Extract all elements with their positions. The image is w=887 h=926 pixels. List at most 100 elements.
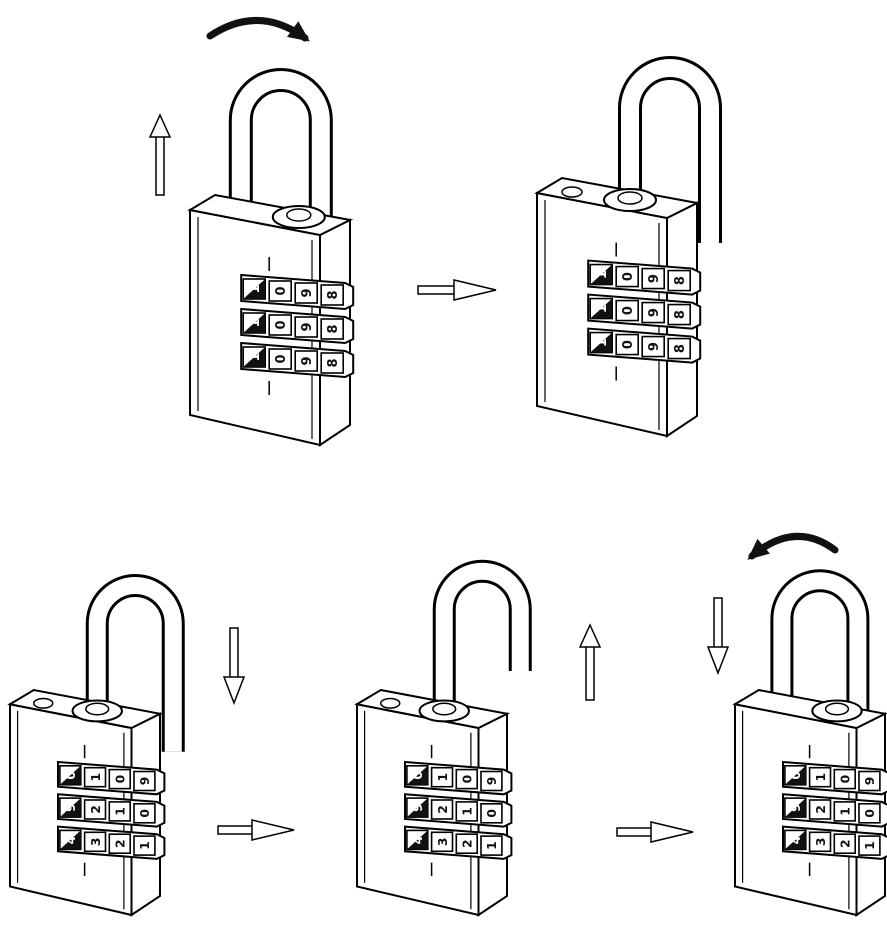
dial-digit: 0 xyxy=(411,771,425,780)
dial-cell xyxy=(858,770,881,792)
dial-cell xyxy=(833,833,856,855)
dial-digit: 1 xyxy=(863,841,877,850)
dial-cell xyxy=(808,799,832,820)
dial-digit: 8 xyxy=(673,276,688,285)
dial-digit: 9 xyxy=(300,322,315,331)
dial-digit: 4 xyxy=(411,835,425,844)
dial-digit: 0 xyxy=(274,286,289,295)
arrow-shaft xyxy=(585,640,595,701)
dial-cell xyxy=(480,835,503,856)
dial-cell-shade xyxy=(784,798,806,818)
dial-digit: 1 xyxy=(436,773,450,782)
dial-digit: 8 xyxy=(673,310,688,319)
dial-digit: 9 xyxy=(300,288,315,297)
dial-digit: 0 xyxy=(114,775,128,784)
dial-cell-shade xyxy=(59,830,81,850)
free-shackle-hole xyxy=(561,186,583,198)
dial-cell xyxy=(133,802,156,824)
dial-digit: 1 xyxy=(248,318,263,327)
dial-cell xyxy=(268,348,293,370)
shackle-fill xyxy=(621,59,719,243)
arrow-shaft xyxy=(155,130,165,196)
dial-cell-shade xyxy=(590,264,613,285)
dial-cell xyxy=(615,299,640,322)
dial-digit: 9 xyxy=(64,803,78,812)
dial-cell xyxy=(667,303,692,326)
dial-digit: 1 xyxy=(114,807,128,816)
down-arrow-icon xyxy=(222,627,246,706)
dial-digit: 0 xyxy=(621,340,636,349)
shackle-fill xyxy=(231,71,330,240)
dial-digit: 8 xyxy=(326,290,341,299)
arrow-head xyxy=(578,623,602,648)
dial-digit: 9 xyxy=(647,308,662,317)
dial-digit: 0 xyxy=(274,320,289,329)
dial-digit: 2 xyxy=(461,839,475,848)
dial-digit: 0 xyxy=(461,775,475,784)
dial-cell xyxy=(133,835,156,856)
dial-cell xyxy=(858,835,881,856)
up-arrow-icon xyxy=(578,623,602,701)
dial-cell xyxy=(667,269,692,292)
dial-digit: 1 xyxy=(485,841,499,850)
dial-cell xyxy=(430,766,454,788)
dial-cell xyxy=(455,801,478,822)
shackle-hole xyxy=(824,702,850,716)
dial-digit: 8 xyxy=(326,324,341,333)
dial-digit: 0 xyxy=(789,771,803,780)
dial-cell xyxy=(615,265,640,288)
dial-digit: 1 xyxy=(595,338,610,347)
dial-cell xyxy=(430,831,454,853)
dial-digit: 4 xyxy=(789,835,803,844)
dial-cell xyxy=(833,768,856,790)
dial-digit: 2 xyxy=(839,839,853,848)
dial-cell xyxy=(108,833,132,855)
dial-digit: 9 xyxy=(138,777,152,786)
dial-cell xyxy=(83,831,107,853)
dial-cell-shade xyxy=(590,298,613,319)
dial-cell-shade xyxy=(59,765,81,785)
dial-cell xyxy=(83,799,107,820)
dial-cell xyxy=(268,280,293,302)
transition-arrow-icon xyxy=(217,819,295,841)
rotation-head xyxy=(747,538,770,560)
up-arrow-icon xyxy=(148,113,172,196)
arrow-head xyxy=(706,646,730,676)
dial-digit: 3 xyxy=(89,838,103,847)
free-shackle-hole xyxy=(33,697,54,709)
dial-cell-shade xyxy=(243,313,266,333)
dial-digit: 2 xyxy=(814,805,828,814)
dial-digit: 9 xyxy=(863,777,877,786)
dial-digit: 9 xyxy=(300,356,315,365)
arrow-shaft xyxy=(417,285,457,295)
shackle-hole xyxy=(617,191,643,205)
dial-digit: 0 xyxy=(485,809,499,818)
transition-arrow-icon xyxy=(417,279,497,301)
dial-cell xyxy=(641,335,666,358)
dial-digit: 1 xyxy=(595,270,610,279)
dial-digit: 0 xyxy=(621,272,636,281)
arrow-shaft xyxy=(217,825,255,835)
dial-cell-shade xyxy=(406,830,428,850)
arrow-head xyxy=(251,819,295,841)
dial-digit: 0 xyxy=(64,771,78,780)
dial-digit: 0 xyxy=(839,775,853,784)
dial-cell xyxy=(294,316,319,338)
counterclockwise-arrow-icon xyxy=(747,533,839,560)
dial-digit: 1 xyxy=(248,352,263,361)
dial-digit: 8 xyxy=(673,344,688,353)
dial-cell xyxy=(667,337,692,360)
transition-arrow-icon xyxy=(616,821,694,843)
shackle-hole xyxy=(432,702,457,716)
